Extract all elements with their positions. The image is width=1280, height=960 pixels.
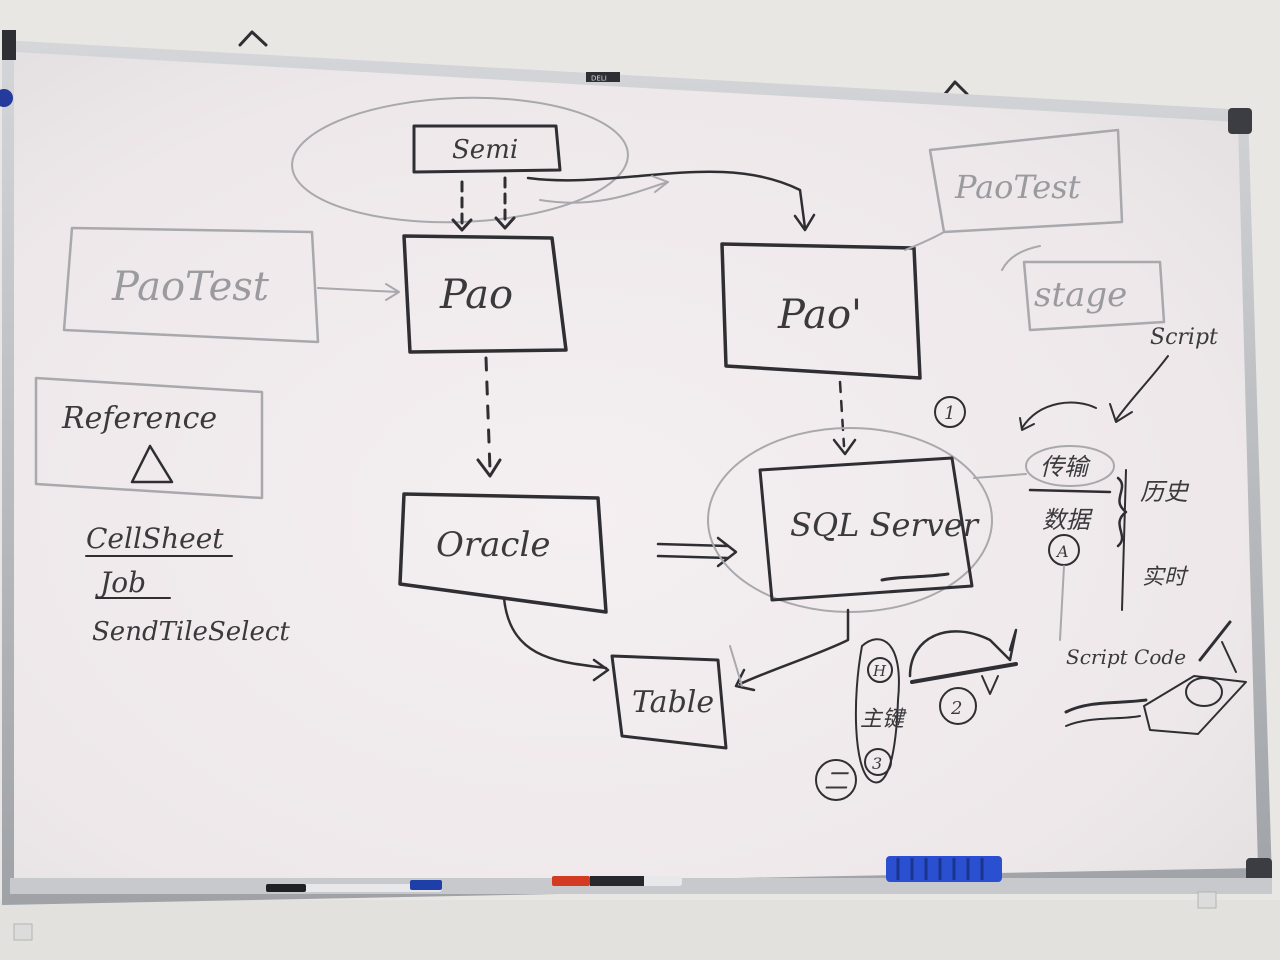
frame-corner-tl xyxy=(2,30,16,60)
frame-corner-br xyxy=(1246,858,1272,882)
paotest-right-box xyxy=(928,128,1124,234)
note-cellsheet: CellSheet xyxy=(86,522,224,555)
oracle-label: Oracle xyxy=(436,525,550,565)
brand-label: DELI xyxy=(591,75,607,83)
magnet-icon xyxy=(0,89,13,107)
brand-badge xyxy=(586,72,620,82)
paotest-right-label: PaoTest xyxy=(954,168,1081,206)
note-job: Job xyxy=(95,566,146,599)
arrow-sql-table xyxy=(738,608,850,686)
hook-left xyxy=(238,30,268,47)
table-label: Table xyxy=(632,685,714,720)
tray-bracket-right xyxy=(1197,891,1217,909)
note-script-code: Script Code xyxy=(1066,645,1186,669)
sql-ellipse xyxy=(707,427,993,613)
reference-box xyxy=(34,376,264,500)
svg-text:1: 1 xyxy=(944,403,955,424)
arrow-paotest-pao xyxy=(317,287,399,293)
hook-right xyxy=(943,80,969,96)
note-history: 历史 xyxy=(1140,478,1190,506)
svg-text:3: 3 xyxy=(872,754,882,773)
eraser xyxy=(886,856,1002,882)
note-realtime: 实时 xyxy=(1142,565,1189,590)
arrow-semi-paoprime xyxy=(526,170,807,230)
sql-label: SQL Server xyxy=(790,506,980,544)
arrow-oracle-sql xyxy=(656,542,730,548)
semi-label: Semi xyxy=(452,135,518,165)
stage-label: stage xyxy=(1034,275,1127,315)
tray-bracket-left xyxy=(13,923,33,941)
marker-blue xyxy=(266,884,442,892)
paoprime-label: Pao' xyxy=(777,292,862,338)
brace xyxy=(1116,476,1128,548)
marker-circle-2 xyxy=(939,687,977,725)
triangle-icon xyxy=(130,444,174,484)
arrow-pao-oracle xyxy=(484,356,492,472)
arrow-paoprime-sql xyxy=(838,380,846,448)
paotest-left-box xyxy=(62,226,320,344)
table-box xyxy=(610,654,728,750)
paoprime-box xyxy=(720,242,922,380)
note-transfer: 传输 xyxy=(1040,453,1091,481)
frame-corner-tr xyxy=(1228,108,1252,134)
marker-circle-two xyxy=(815,759,857,801)
transfer-ellipse xyxy=(1025,445,1115,487)
note-sendtileselect: SendTileSelect xyxy=(92,617,290,647)
paotest-left-label: PaoTest xyxy=(111,264,270,310)
marker-circle-h xyxy=(867,657,893,683)
note-script: Script xyxy=(1150,325,1218,350)
marker-circle-3 xyxy=(864,748,892,776)
pao-label: Pao xyxy=(439,272,513,318)
pao-box xyxy=(402,234,568,354)
reference-label: Reference xyxy=(61,401,217,436)
svg-text:二: 二 xyxy=(824,767,849,795)
semi-box xyxy=(412,124,562,174)
loop-arrow xyxy=(908,628,1018,678)
sql-box xyxy=(758,456,974,602)
svg-text:A: A xyxy=(1055,542,1069,561)
stage-box xyxy=(1022,260,1166,332)
svg-text:2: 2 xyxy=(950,698,962,719)
oracle-box xyxy=(398,492,608,614)
marker-circle-1 xyxy=(934,396,966,428)
note-data: 数据 xyxy=(1042,506,1093,534)
board-surface xyxy=(14,52,1258,892)
arrow-oracle-table xyxy=(502,596,608,670)
cylinder-icon xyxy=(1143,675,1247,735)
svg-text:H: H xyxy=(872,662,887,680)
note-trigger: 主键 xyxy=(860,707,907,732)
